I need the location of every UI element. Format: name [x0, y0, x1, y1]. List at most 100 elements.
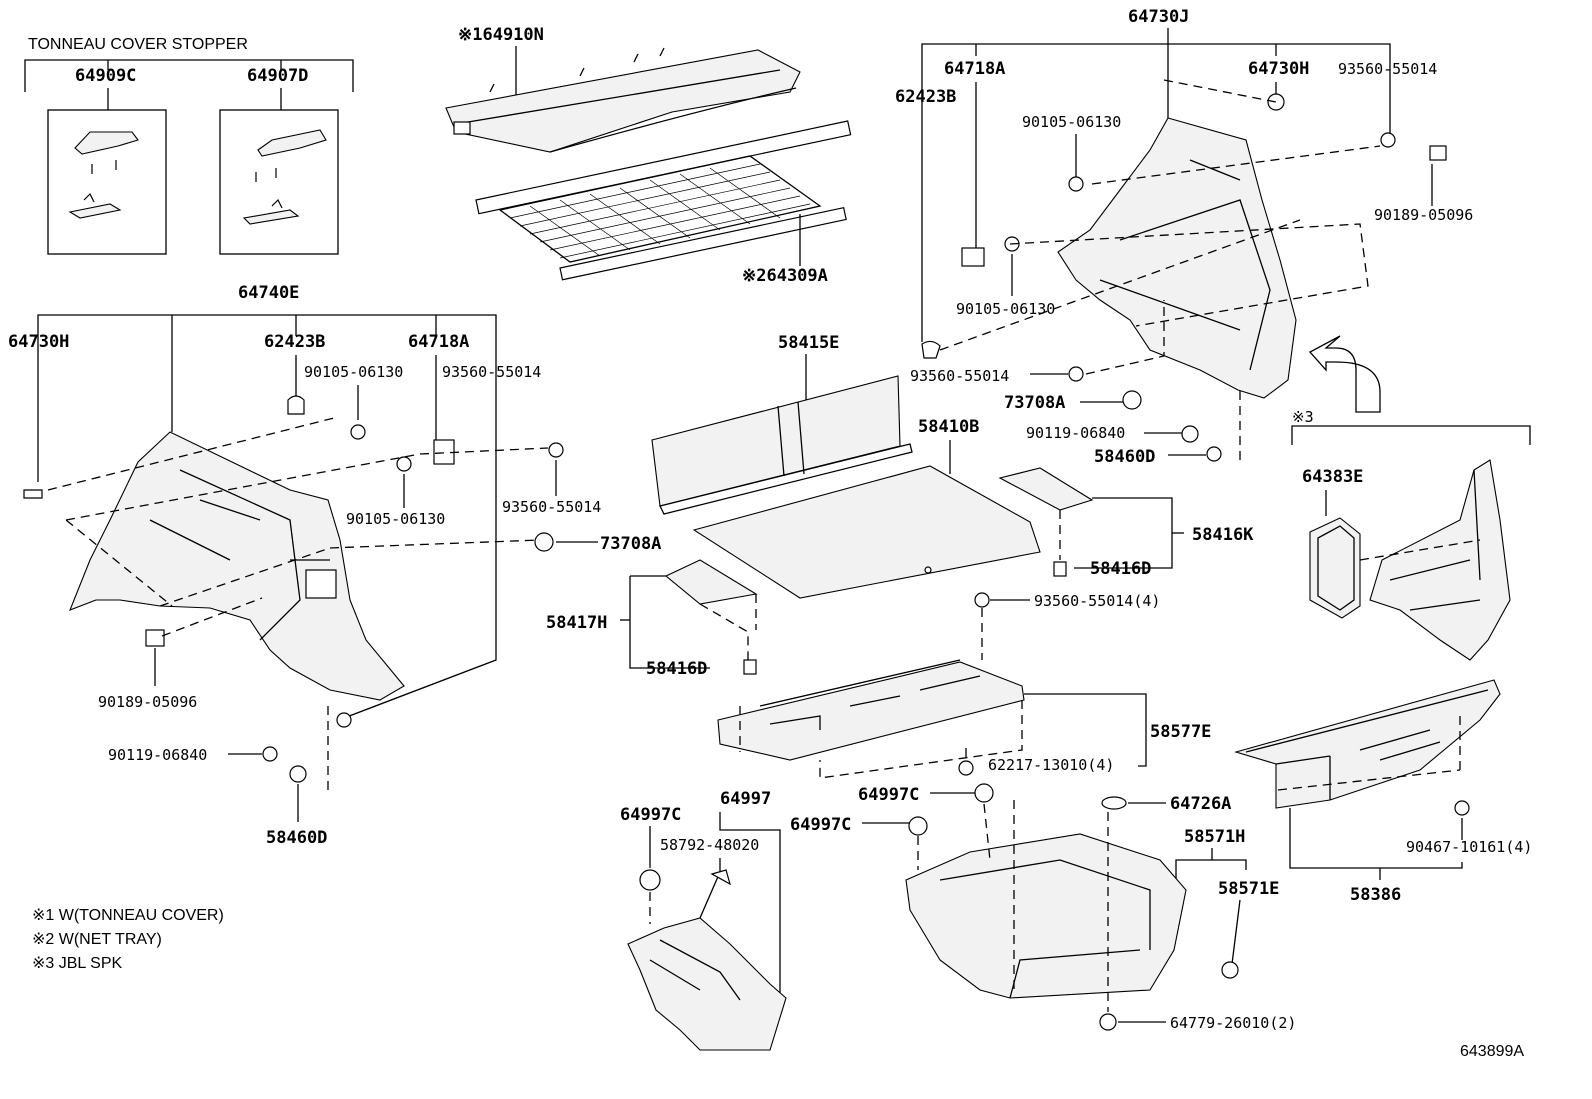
screw-93560-right-top — [1380, 132, 1396, 148]
clip-64997C-a — [639, 869, 661, 891]
clip-64730H-left — [23, 489, 43, 499]
grommet-58571E — [1221, 961, 1239, 979]
stopper-lower-piece-right — [242, 209, 300, 225]
note-2: ※2 W(NET TRAY) — [32, 931, 162, 948]
label-64779-26010: 64779-26010(2) — [1170, 1014, 1296, 1032]
speaker-cover-64383E — [1309, 517, 1361, 619]
label-64730H-left: 64730H — [8, 332, 69, 352]
side-lid-left-group: 58417H 58416D — [546, 559, 758, 679]
jbl-detail-group: ※3 64383E — [1291, 335, 1531, 661]
label-64997C-b: 64997C — [858, 785, 919, 805]
note-1: ※1 W(TONNEAU COVER) — [32, 907, 224, 924]
label-64909C: 64909C — [75, 66, 136, 86]
stopper-upper-piece-left — [74, 131, 139, 155]
bolt-90119-right — [1181, 425, 1199, 443]
lid-58417H — [664, 559, 758, 605]
label-90189-left: 90189-05096 — [98, 693, 197, 711]
label-58577E: 58577E — [1150, 722, 1211, 742]
clip-58416D-right — [1053, 561, 1067, 577]
right-quarter-trim-group: 64730J 64718A 64730H 93560-55014 62423B … — [895, 7, 1473, 467]
stopper-upper-piece-right — [257, 129, 327, 157]
label-64309A: ※264309A — [742, 266, 828, 286]
label-93560-right-top: 93560-55014 — [1338, 60, 1437, 78]
label-64383E: 64383E — [1302, 467, 1363, 487]
clip-73708A-left — [534, 532, 554, 552]
diagram-id: 643899A — [1460, 1043, 1524, 1060]
side-lid-right-group: 58416K 58416D — [998, 467, 1254, 579]
clip-64997C-c — [908, 816, 928, 836]
label-90119-left: 90119-06840 — [108, 746, 207, 764]
label-64726A: 64726A — [1170, 794, 1231, 814]
label-64730J: 64730J — [1128, 7, 1189, 27]
screw-90105-right-a — [1068, 176, 1084, 192]
screw-93560-right-mid — [1068, 366, 1084, 382]
label-64740E: 64740E — [238, 283, 299, 303]
label-73708A-left: 73708A — [600, 534, 661, 554]
tray-64997 — [627, 917, 787, 1051]
luggage-tub-58571H — [905, 833, 1187, 999]
label-90467-x4: 90467-10161(4) — [1406, 838, 1532, 856]
label-90189-right: 90189-05096 — [1374, 206, 1473, 224]
net-rod-lower — [559, 206, 847, 281]
label-58571H: 58571H — [1184, 827, 1245, 847]
label-62423B-left: 62423B — [264, 332, 325, 352]
bolt-90119-left — [262, 746, 278, 762]
label-73708A-right: 73708A — [1004, 393, 1065, 413]
screw-90105-left-mid — [396, 456, 412, 472]
clip-58416D-left — [743, 659, 757, 675]
label-58416D-left: 58416D — [646, 659, 707, 679]
footnotes: ※1 W(TONNEAU COVER) ※2 W(NET TRAY) ※3 JB… — [32, 907, 224, 972]
label-64718A-left: 64718A — [408, 332, 469, 352]
nut-58460D-left — [289, 765, 307, 783]
quarter-trim-right — [1057, 117, 1297, 399]
tonneau-cover-group: ※164910N — [445, 25, 801, 153]
label-64997C-a: 64997C — [620, 805, 681, 825]
label-64730H-right: 64730H — [1248, 59, 1309, 79]
scuff-plate-group: 90467-10161(4) 58386 — [1234, 679, 1532, 905]
stopper-box-right — [219, 109, 339, 255]
nut-58460D-right — [1206, 446, 1222, 462]
label-64910N: ※164910N — [458, 25, 544, 45]
screw-93560-left-bottom — [336, 712, 352, 728]
screw-93560-x4 — [974, 592, 990, 608]
clip-90467-x4 — [1454, 800, 1470, 816]
quarter-trim-left — [69, 431, 405, 701]
deck-board-floor — [692, 465, 1041, 599]
left-quarter-trim-group: 64740E 64730H 62423B 64718A 90105-06130 … — [8, 283, 661, 848]
clip-90189-right — [1429, 145, 1447, 161]
stopper-lower-piece-left — [68, 203, 122, 219]
label-90119-right: 90119-06840 — [1026, 424, 1125, 442]
lid-58416K — [998, 467, 1094, 511]
label-58792-48020: 58792-48020 — [660, 836, 759, 854]
stopper-box-left — [47, 109, 167, 255]
label-58415E: 58415E — [778, 333, 839, 353]
label-93560-left-mid: 93560-55014 — [502, 498, 601, 516]
label-90105-left-mid: 90105-06130 — [346, 510, 445, 528]
tonneau-cover — [445, 49, 801, 153]
label-58386: 58386 — [1350, 885, 1401, 905]
clip-64779 — [1099, 1013, 1117, 1031]
clip-90189-left — [145, 629, 165, 647]
clip-64730H-right — [1267, 93, 1285, 111]
clip-73708A-right — [1122, 390, 1142, 410]
tray-58577E — [717, 661, 1025, 761]
arrow-detail-indicator — [1308, 335, 1381, 413]
clip-64997C-b — [974, 783, 994, 803]
net-tray-group: ※264309A — [475, 120, 852, 286]
stopper-title: TONNEAU COVER STOPPER — [28, 36, 248, 53]
part-58792-48020 — [710, 869, 731, 886]
screw-90105-left-top — [350, 424, 366, 440]
label-64997C-c: 64997C — [790, 815, 851, 835]
quarter-trim-detail — [1369, 459, 1511, 661]
label-58416D-right: 58416D — [1090, 559, 1151, 579]
label-note3-ref: ※3 — [1292, 408, 1314, 426]
scuff-plate-58386 — [1234, 679, 1501, 809]
label-64718A-right: 64718A — [944, 59, 1005, 79]
label-58460D-left: 58460D — [266, 828, 327, 848]
tonneau-cover-stopper-group: TONNEAU COVER STOPPER 64909C 64907D — [24, 36, 354, 255]
note-3: ※3 JBL SPK — [32, 955, 123, 972]
label-58417H: 58417H — [546, 613, 607, 633]
clip-64726A — [1101, 796, 1127, 810]
